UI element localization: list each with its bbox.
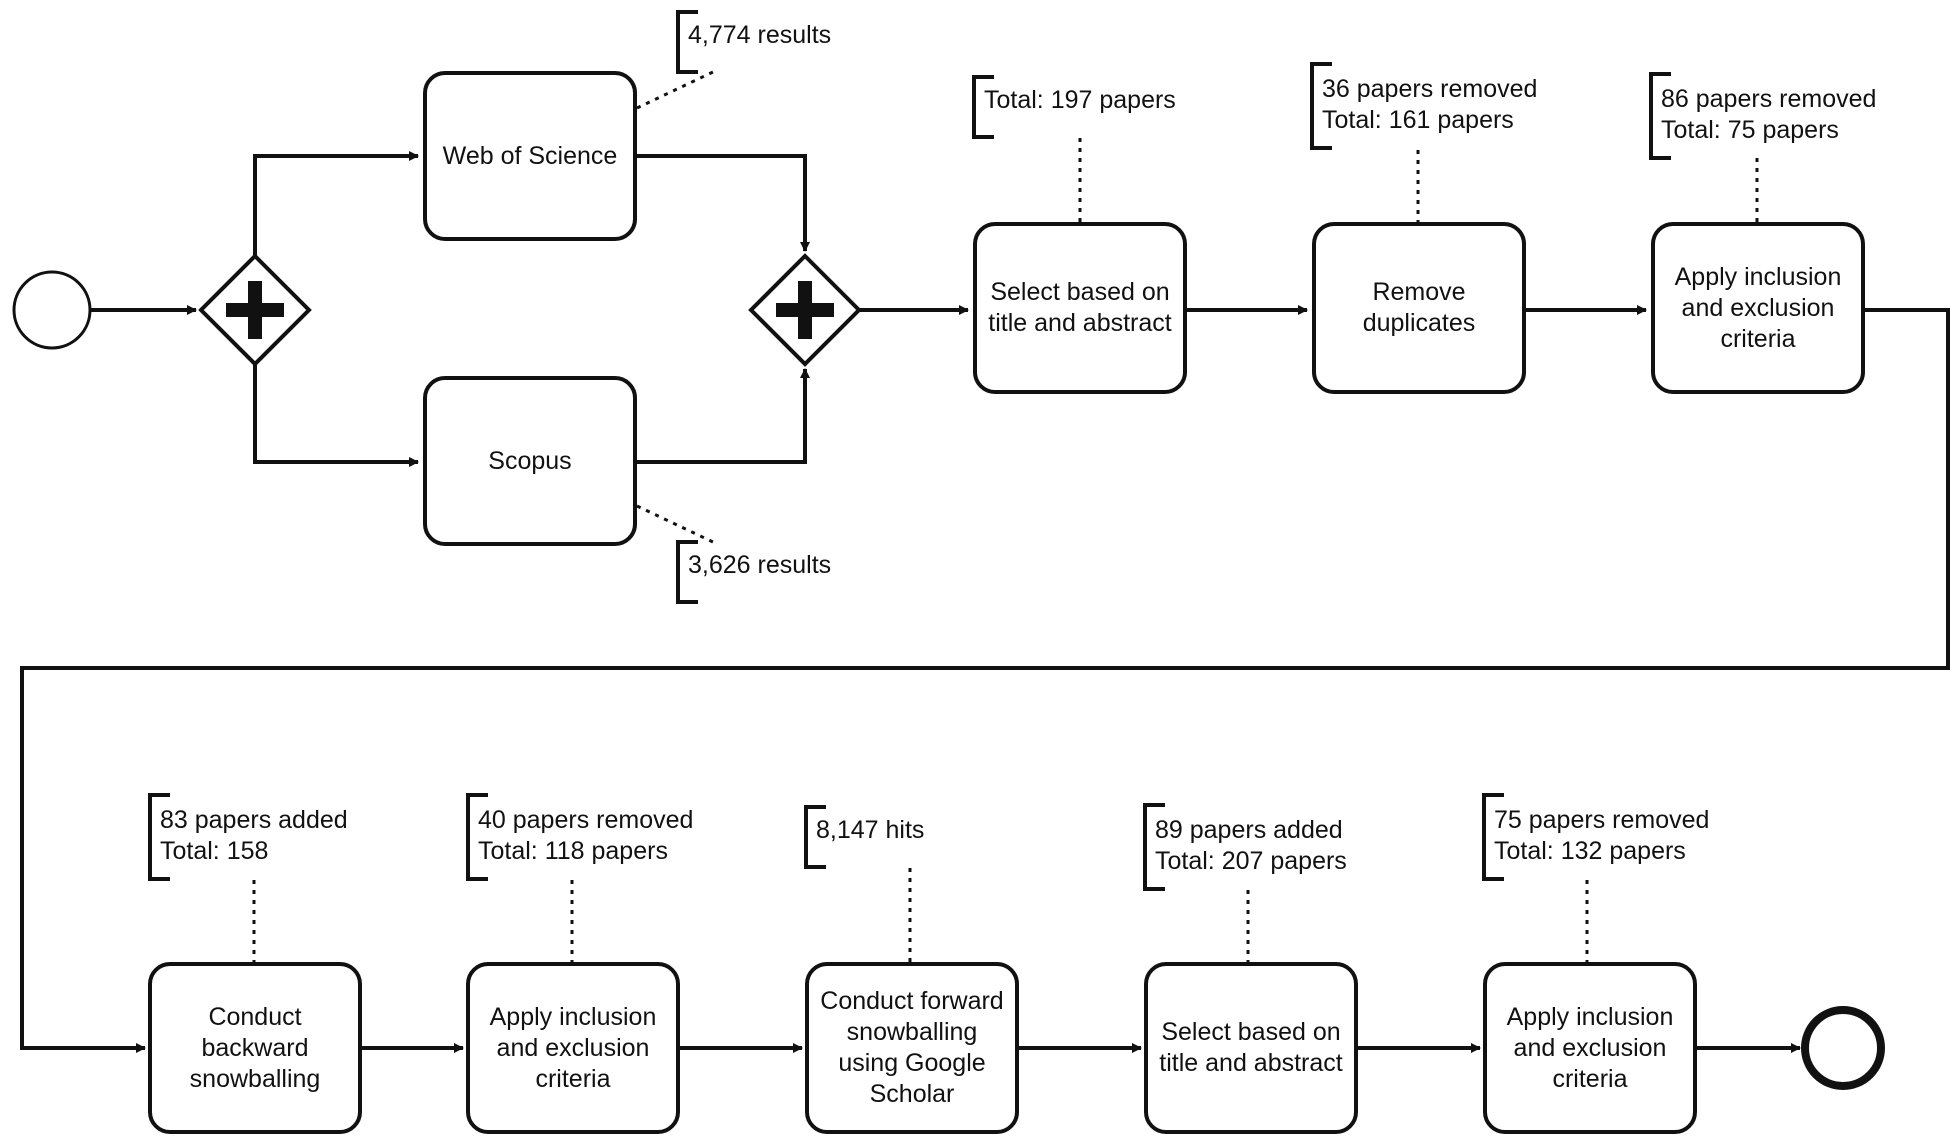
annotation-step5: 40 papers removed Total: 118 papers [478,805,693,867]
annotation-bracket [1143,803,1165,891]
annotation-line: 83 papers added [160,806,348,834]
task-remove-duplicates: Remove duplicates [1312,222,1526,394]
annotation-step4: 83 papers added Total: 158 [160,805,348,867]
association-wos [636,70,714,110]
annotation-bracket [676,540,698,604]
task-web-of-science: Web of Science [423,71,637,241]
annotation-line: Total: 207 papers [1155,847,1347,875]
annotation-step7: 89 papers added Total: 207 papers [1155,815,1347,877]
task-apply-criteria-2: Apply inclusion and exclusion criteria [466,962,680,1134]
task-select-title-abstract-2: Select based on title and abstract [1144,962,1358,1134]
flow-split-to-wos [253,151,419,256]
task-label: Web of Science [442,141,618,170]
parallel-gateway-join [748,253,862,367]
task-label: Conduct forward snowballing using Google… [820,987,1004,1108]
annotation-scopus-results: 3,626 results [688,551,832,579]
annotation-bracket [676,10,698,74]
annotation-step2: 36 papers removed Total: 161 papers [1322,74,1537,136]
annotation-step1: Total: 197 papers [984,85,1176,116]
end-event [1801,1006,1885,1090]
flow-wos-to-join [637,154,810,252]
annotation-bracket [148,793,170,881]
task-label: Apply inclusion and exclusion criteria [1674,262,1842,353]
task-label: Apply inclusion and exclusion criteria [1506,1002,1674,1093]
task-apply-criteria: Apply inclusion and exclusion criteria [1651,222,1865,394]
annotation-bracket [1310,62,1332,150]
flow-scopus-to-join [637,368,810,464]
annotation-line: Total: 132 papers [1494,837,1686,865]
task-label: Scopus [488,446,572,475]
annotation-line: 89 papers added [1155,816,1343,844]
annotation-wos-results: 4,774 results [688,21,832,49]
task-label: Select based on title and abstract [1159,1018,1343,1077]
annotation-line: 75 papers removed [1494,806,1710,834]
parallel-gateway-split [198,253,312,367]
annotation-bracket [1482,793,1504,881]
task-label: Conduct backward snowballing [189,1002,321,1093]
annotation-line: Total: 197 papers [984,86,1176,114]
annotation-bracket [466,793,488,881]
annotation-bracket [972,75,994,139]
flow-split-to-scopus [253,364,419,467]
task-backward-snowballing: Conduct backward snowballing [148,962,362,1134]
task-label: Apply inclusion and exclusion criteria [489,1002,657,1093]
annotation-line: Total: 161 papers [1322,106,1514,134]
start-event [12,270,92,350]
annotation-bracket [1649,72,1671,160]
annotation-line: Total: 158 [160,837,269,865]
annotation-step8: 75 papers removed Total: 132 papers [1494,805,1709,867]
task-label: Select based on title and abstract [988,278,1172,337]
flow-step3-to-step4 [20,308,1950,1053]
annotation-step3: 86 papers removed Total: 75 papers [1661,84,1876,146]
task-apply-criteria-3: Apply inclusion and exclusion criteria [1483,962,1697,1134]
annotation-line: 36 papers removed [1322,75,1538,103]
association-scopus [636,504,714,544]
annotation-line: Total: 75 papers [1661,116,1839,144]
annotation-line: Total: 118 papers [478,837,668,865]
annotation-bracket [804,805,826,869]
annotation-step6: 8,147 hits [816,815,924,846]
annotation-line: 40 papers removed [478,806,694,834]
task-forward-snowballing: Conduct forward snowballing using Google… [805,962,1019,1134]
task-select-title-abstract: Select based on title and abstract [973,222,1187,394]
annotation-line: 86 papers removed [1661,85,1877,113]
task-label: Remove duplicates [1362,278,1476,337]
task-scopus: Scopus [423,376,637,546]
annotation-line: 8,147 hits [816,816,925,844]
